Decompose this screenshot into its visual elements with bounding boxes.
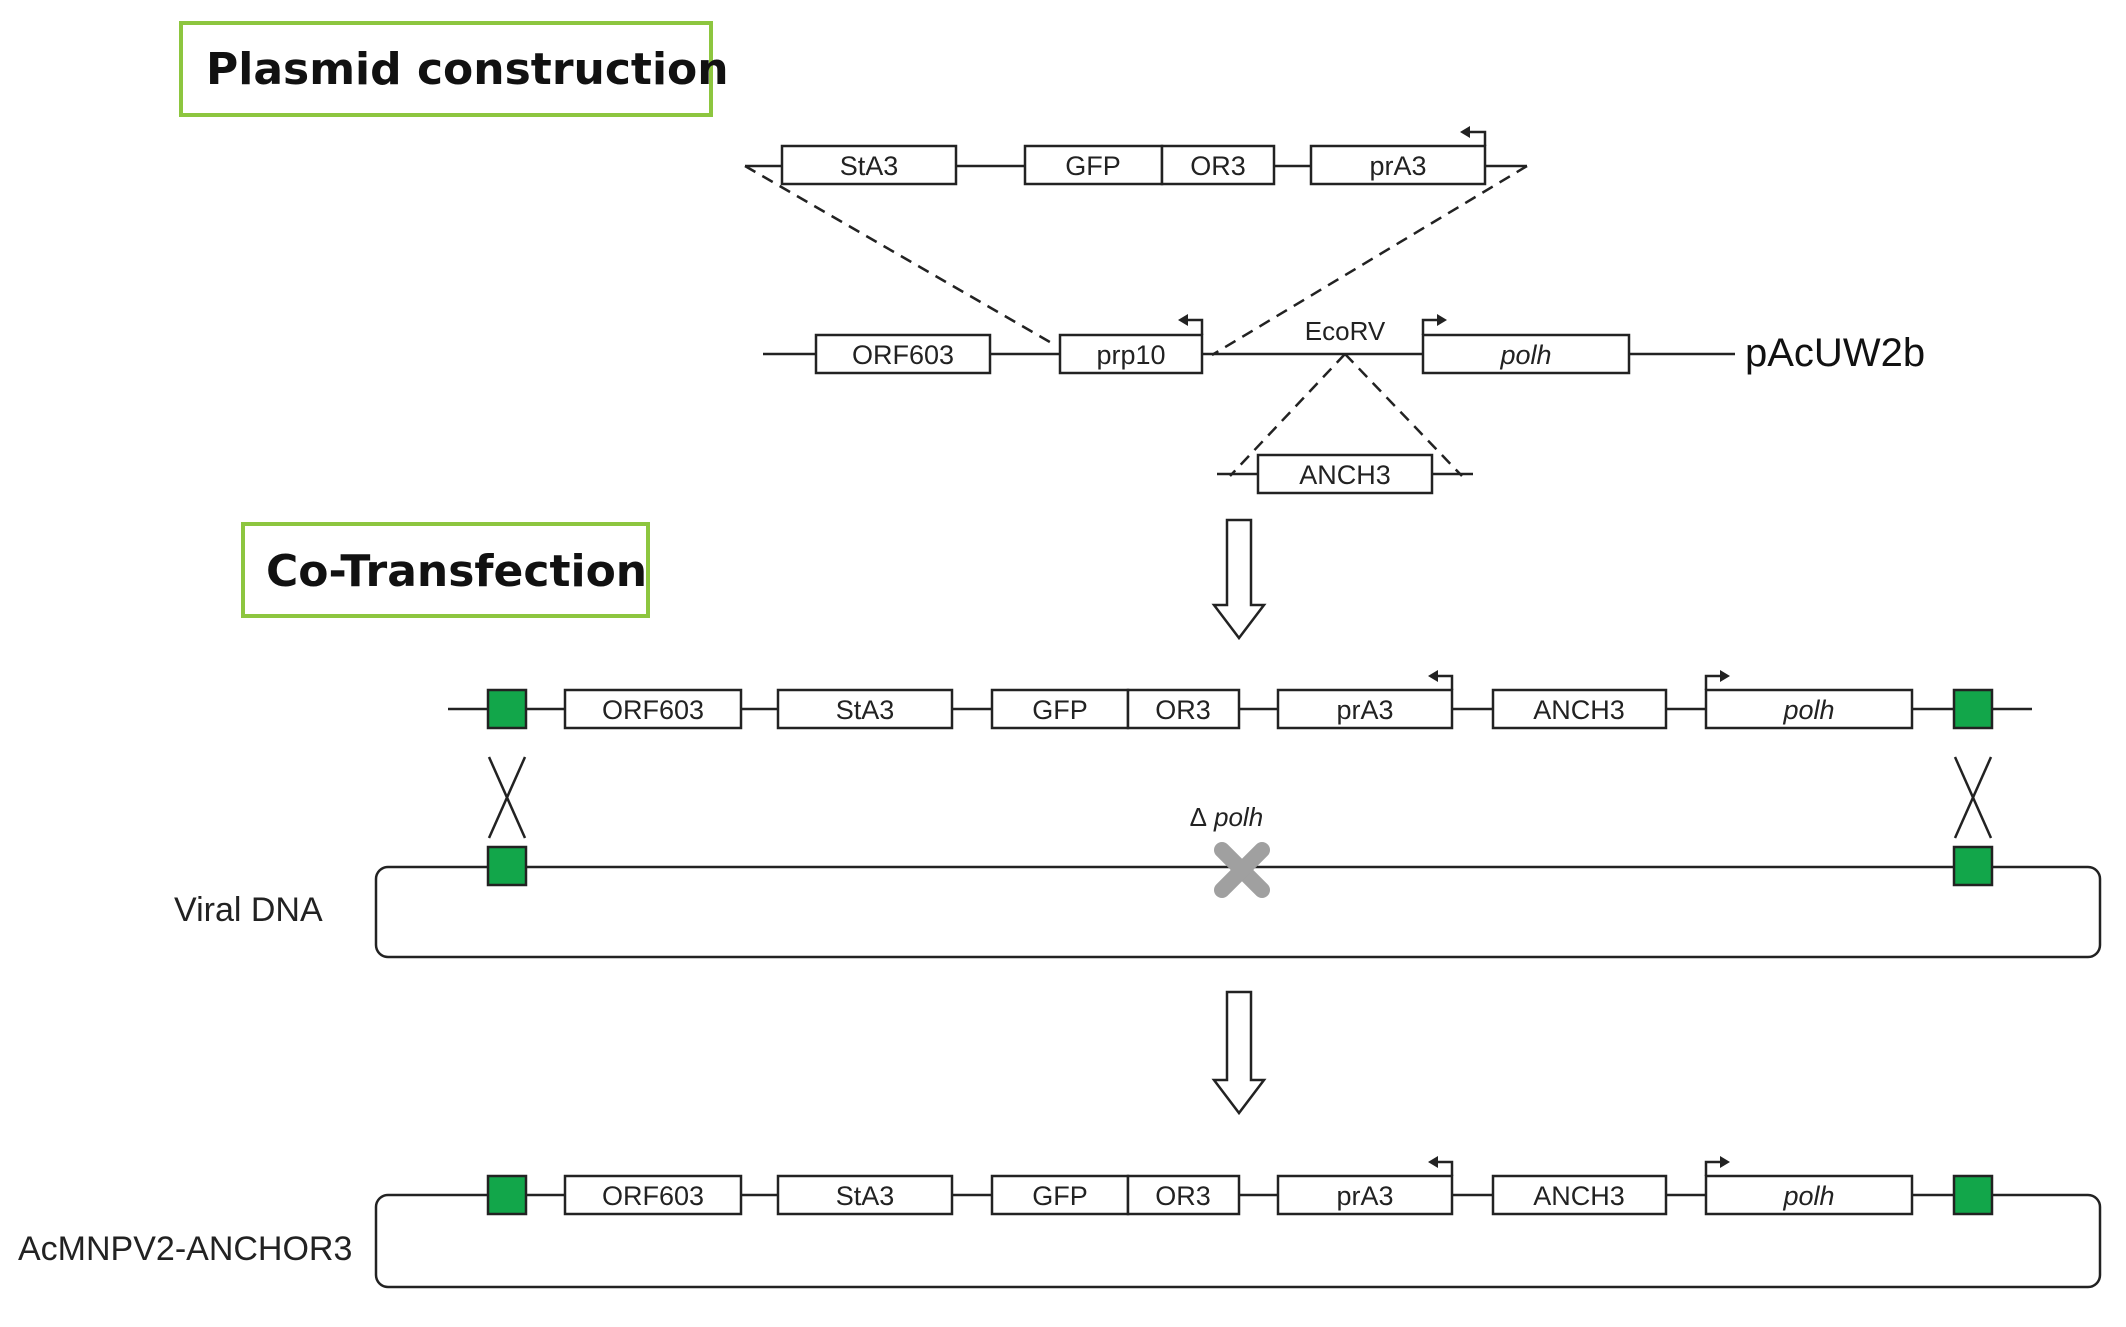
product-gene-box-sta3 [776,1174,954,1216]
insert-genes: StA3 GFP OR3 prA3 [780,126,1487,186]
transfer-gene-box-orf603 [563,688,743,730]
homology-box-transfer-right [1952,688,1994,730]
product-genes: ORF603 StA3 GFP OR3 prA3 ANCH3 polh [563,1156,1914,1216]
gene-box-sta3 [780,144,958,186]
product-gene-box-anch3 [1491,1174,1668,1216]
homology-box-viral-right [1952,845,1994,887]
viral-dna-label: Viral DNA [174,891,323,929]
product-gene-label-or3: OR3 [1155,1181,1211,1211]
product-gene-label-anch3: ANCH3 [1533,1181,1625,1211]
promoter-arrowhead-polh [1437,314,1447,326]
gene-label-anch3-insert: ANCH3 [1299,460,1391,490]
product-gene-label-orf603: ORF603 [602,1181,704,1211]
gene-label-orf603: ORF603 [852,340,954,370]
transfer-gene-label-anch3: ANCH3 [1533,695,1625,725]
transfer-gene-box-anch3 [1491,688,1668,730]
gene-label-gfp: GFP [1065,151,1121,181]
gene-box-or3 [1160,144,1276,186]
promoter-arrowhead-prp10 [1178,314,1188,326]
gene-box-prp10 [1058,333,1204,375]
promoter-arrow-polh [1421,318,1441,335]
insert-cassette [744,164,1528,357]
plasmid-name: pAcUW2b [1745,331,1925,375]
promoter-arrow-pra3 [1466,130,1487,146]
product-gene-label-pra3: prA3 [1336,1181,1393,1211]
gene-label-polh: polh [1499,340,1551,370]
promoter-arrowhead-pra3 [1460,126,1470,138]
product-gene-box-orf603 [563,1174,743,1216]
product-gene-label-sta3: StA3 [836,1181,895,1211]
down-arrow-1 [1211,518,1267,641]
crossover-left [487,756,527,839]
gene-label-or3: OR3 [1190,151,1246,181]
transfer-gene-box-pra3 [1276,688,1454,730]
gene-label-prp10: prp10 [1096,340,1165,370]
transfer-genes: ORF603 StA3 GFP OR3 prA3 ANCH3 polh [563,670,1914,730]
product-gene-label-polh: polh [1782,1181,1834,1211]
promoter-arrow-prp10 [1184,318,1204,335]
homology-box-viral-left [486,845,528,887]
transfer-gene-box-polh [1704,688,1914,730]
product-promoter-arrowhead-polh [1720,1156,1730,1168]
site-label-ecorv: EcoRV [1305,316,1386,346]
product-promoter-arrow-pra3 [1434,1160,1454,1176]
product-promoter-arrow-polh [1704,1160,1724,1176]
transfer-promoter-arrowhead-pra3 [1428,670,1438,682]
product-gene-box-gfp [990,1174,1130,1216]
transfer-gene-label-or3: OR3 [1155,695,1211,725]
cotransfection-title-box [241,522,650,618]
transfer-gene-box-sta3 [776,688,954,730]
product-gene-box-pra3 [1276,1174,1454,1216]
transfer-gene-label-orf603: ORF603 [602,695,704,725]
gene-label-sta3: StA3 [840,151,899,181]
deletion-gene-label: polh [1213,802,1263,832]
plasmid-title: Plasmid construction [206,44,729,95]
product-gene-label-gfp: GFP [1032,1181,1088,1211]
deletion-symbol: Δ [1190,802,1207,832]
plasmid-genes: ORF603 prp10 EcoRV polh pAcUW2b ANCH3 [814,314,1925,495]
transfer-gene-label-sta3: StA3 [836,695,895,725]
crossover-right [1953,756,1993,839]
product-gene-box-polh [1704,1174,1914,1216]
cotransfection-title: Co-Transfection [266,546,647,597]
down-arrow-2 [1211,990,1267,1116]
transfer-gene-label-pra3: prA3 [1336,695,1393,725]
transfer-gene-box-or3 [1126,688,1241,730]
homology-box-product-right [1952,1174,1994,1216]
transfer-gene-label-gfp: GFP [1032,695,1088,725]
transfer-promoter-arrowhead-polh [1720,670,1730,682]
product-promoter-arrowhead-pra3 [1428,1156,1438,1168]
gene-label-pra3: prA3 [1369,151,1426,181]
homology-box-transfer-left [486,688,528,730]
product-label: AcMNPV2-ANCHOR3 [18,1230,352,1268]
gene-box-gfp [1023,144,1164,186]
gene-box-pra3 [1309,144,1487,186]
plasmid-title-box [179,21,713,117]
transfer-gene-box-gfp [990,688,1130,730]
gene-box-polh [1421,333,1631,375]
homology-box-product-left [486,1174,528,1216]
gene-box-anch3-insert [1256,453,1434,495]
product-gene-box-or3 [1126,1174,1241,1216]
transfer-gene-label-polh: polh [1782,695,1834,725]
polh-deletion-mark [1214,842,1270,898]
transfer-promoter-arrow-pra3 [1434,674,1454,690]
gene-box-orf603 [814,333,992,375]
transfer-promoter-arrow-polh [1704,674,1724,690]
